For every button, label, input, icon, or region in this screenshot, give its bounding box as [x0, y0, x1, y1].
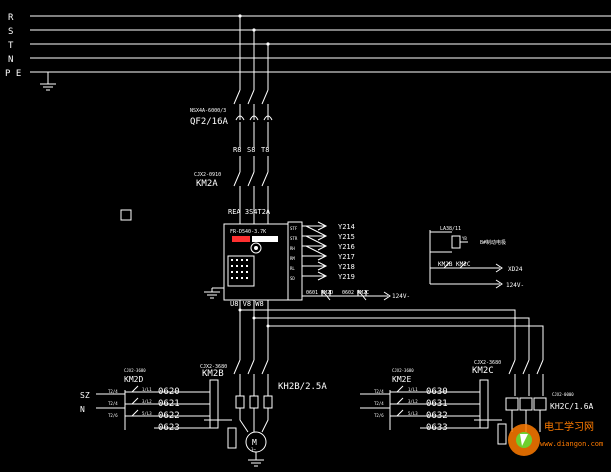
output-y214: Y214: [338, 223, 355, 231]
distribution: [238, 300, 544, 344]
watermark-logo: 电工学习网 www.diangon.com: [508, 420, 603, 456]
inverter-port-1: STF: [290, 226, 298, 231]
left-relay-spec: CJX2-3680: [124, 368, 146, 373]
left-row-a-2: 3/L2: [142, 399, 152, 404]
right-row-a-1: 1/L1: [408, 387, 418, 392]
bus-label-pe: P E: [5, 69, 21, 79]
brake-line1: XD24: [508, 266, 523, 273]
output-y218: Y218: [338, 263, 355, 271]
feed-right-label: 124V-: [392, 293, 410, 300]
brake-contacts: KM2B KM2C: [438, 261, 471, 268]
main-drop: NSX4A-6000/3 QF2/16A R8 S8 T8 CJX2-0910 …: [190, 14, 273, 224]
brake-circuit: LA38/11 YB B#制动电极 KM2B KM2C XD24 124V-: [429, 226, 524, 289]
svg-text:SD: SD: [290, 276, 295, 281]
breaker-spec: NSX4A-6000/3: [190, 108, 226, 114]
right-thermal-label: KH2C/1.6A: [550, 402, 594, 411]
right-row-tag-1: T2/4: [374, 389, 384, 394]
svg-text:RM: RM: [290, 256, 295, 261]
right-wire-0633: 0633: [426, 423, 448, 433]
inverter-model: FR-D540-3.7K: [230, 229, 266, 235]
svg-text:RL: RL: [290, 266, 295, 271]
motor-label: M: [252, 438, 257, 447]
left-row-tag-1: T2/4: [108, 389, 118, 394]
terminal-s8: S8: [247, 146, 255, 154]
left-wire-0623: 0623: [158, 423, 180, 433]
output-signals: Y214 Y215 Y216 Y217 Y218 Y219: [302, 221, 355, 281]
left-contactor-label: KM2B: [202, 369, 224, 379]
right-row-tag-3: T2/6: [374, 413, 384, 418]
output-y216: Y216: [338, 243, 355, 251]
inverter-label: REA 3S4T2A: [228, 208, 271, 216]
output-y217: Y217: [338, 253, 355, 261]
right-relay-spec: CJX2-3680: [392, 368, 414, 373]
right-thermal-spec: CJX2-0000: [552, 392, 574, 397]
bus-label-s: S: [8, 27, 13, 37]
right-relay-label: KM2E: [392, 375, 411, 384]
left-contactor-spec: CJX2-3680: [200, 364, 227, 370]
right-row-tag-2: T2/4: [374, 401, 384, 406]
left-contactor: CJX2-3680 KM2B KH2B/2.5A M 3~: [200, 344, 327, 467]
input-sz: SZ: [80, 391, 90, 400]
bus-label-t: T: [8, 41, 14, 51]
right-contactor-spec: CJX2-3680: [474, 360, 501, 366]
brake-coil-text: B#制动电极: [480, 239, 506, 246]
bus-label-r: R: [8, 13, 14, 23]
contactor-main-spec: CJX2-0910: [194, 172, 221, 178]
left-wire-0620: 0620: [158, 387, 180, 397]
marker-square: [120, 209, 132, 221]
left-relay-group: CJX2-3680 KM2D SZ N T2/4 T2/4 T2/6 1/L1 …: [80, 368, 210, 433]
left-wire-0622: 0622: [158, 411, 180, 421]
feed-left-label: 0601 KM2D: [306, 290, 333, 296]
right-wire-0630: 0630: [426, 387, 448, 397]
right-row-a-3: 5/L3: [408, 411, 418, 416]
right-contactor: CJX2-3680 KM2C CJX2-0000 KH2C/1.6A: [472, 344, 594, 445]
svg-text:RH: RH: [290, 246, 295, 251]
contactor-main-label: KM2A: [196, 179, 218, 189]
right-relay-group: CJX2-3680 KM2E T2/4 T2/4 T2/6 1/L1 3/L2 …: [360, 368, 480, 433]
output-y215: Y215: [338, 233, 355, 241]
feed-mid-label: 0602 KM2C: [342, 290, 369, 296]
bus-label-n: N: [8, 55, 13, 65]
input-n: N: [80, 405, 85, 414]
left-row-a-3: 5/L3: [142, 411, 152, 416]
inverter-display: [232, 236, 250, 242]
left-thermal-label: KH2B/2.5A: [278, 382, 327, 392]
right-wire-0632: 0632: [426, 411, 448, 421]
motor-sub: 3~: [251, 447, 256, 452]
left-row-tag-2: T2/4: [108, 401, 118, 406]
right-row-a-2: 3/L2: [408, 399, 418, 404]
left-row-a-1: 1/L1: [142, 387, 152, 392]
inverter-display-panel: [252, 236, 278, 242]
inverter-dial: [250, 242, 262, 254]
left-relay-label: KM2D: [124, 375, 143, 384]
feed-line: 0601 KM2D 0602 KM2C 124V-: [302, 289, 410, 301]
inverter-bottom-label: U8 V8 W8: [230, 300, 264, 308]
breaker-label: QF2/16A: [190, 117, 229, 127]
brake-line2: 124V-: [506, 282, 524, 289]
output-y219: Y219: [338, 273, 355, 281]
brake-coil-label: YB: [462, 236, 467, 241]
brake-spec: LA38/11: [440, 226, 461, 232]
right-wire-0631: 0631: [426, 399, 448, 409]
svg-text:STR: STR: [290, 236, 298, 241]
left-wire-0621: 0621: [158, 399, 180, 409]
watermark-domain: www.diangon.com: [540, 440, 603, 448]
bus-lines: R S T N P E: [5, 13, 611, 91]
terminal-r8: R8: [233, 146, 241, 154]
right-contactor-label: KM2C: [472, 366, 494, 376]
watermark-text: 电工学习网: [544, 420, 594, 433]
inverter: REA 3S4T2A FR-D540-3.7K STF STR RH RM RL…: [204, 208, 303, 308]
terminal-t8: T8: [261, 146, 269, 154]
left-row-tag-3: T2/6: [108, 413, 118, 418]
